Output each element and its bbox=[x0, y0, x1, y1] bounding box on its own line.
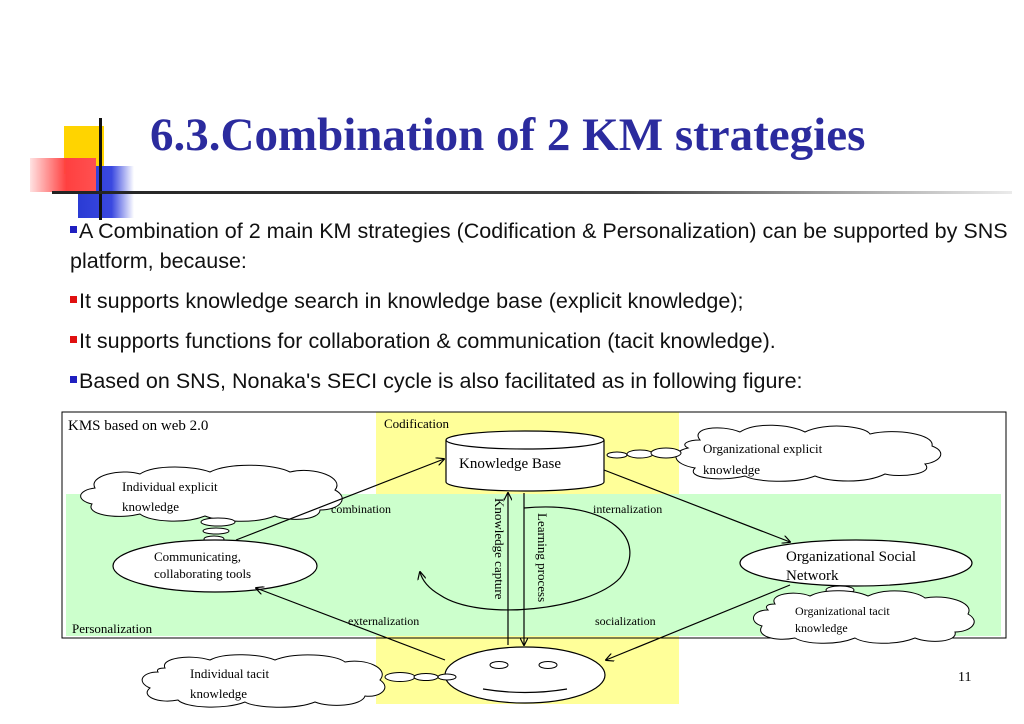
bullet-text: A Combination of 2 main KM strategies (C… bbox=[70, 219, 1008, 273]
socialization-arrow bbox=[606, 584, 791, 660]
bullet-item: Based on SNS, Nonaka's SECI cycle is als… bbox=[70, 366, 1020, 396]
externalization-label: externalization bbox=[348, 614, 419, 628]
externalization-arrow bbox=[256, 588, 446, 661]
personalization-label: Personalization bbox=[72, 621, 153, 636]
ind-explicit-text: knowledge bbox=[122, 499, 179, 514]
decor-red-bar bbox=[30, 158, 96, 192]
combination-label: combination bbox=[331, 502, 391, 516]
bullet-item: It supports knowledge search in knowledg… bbox=[70, 286, 1020, 316]
knowledge-base-cylinder: Knowledge Base bbox=[445, 430, 605, 492]
internalization-arrow bbox=[603, 469, 790, 542]
bullet-marker bbox=[70, 375, 77, 383]
figure-frame bbox=[61, 411, 1007, 639]
page-number: 11 bbox=[958, 670, 972, 685]
tools-text: Communicating, bbox=[154, 549, 241, 564]
ind-tacit-text: Individual tacit bbox=[190, 666, 269, 681]
ind-tacit-text: knowledge bbox=[190, 686, 247, 701]
thought-bubble bbox=[413, 673, 439, 681]
internalization-label: internalization bbox=[593, 502, 662, 516]
bullet-marker bbox=[70, 225, 77, 233]
bullet-text: It supports knowledge search in knowledg… bbox=[79, 289, 744, 313]
bullet-text: Based on SNS, Nonaka's SECI cycle is als… bbox=[79, 369, 803, 393]
frame-label: KMS based on web 2.0 bbox=[68, 418, 208, 434]
bullet-item: A Combination of 2 main KM strategies (C… bbox=[70, 216, 1020, 276]
communication-tools-node: Communicating, collaborating tools bbox=[112, 539, 318, 593]
thought-bubble bbox=[606, 451, 628, 459]
tools-text: collaborating tools bbox=[154, 566, 251, 581]
ind-explicit-cloud: Individual explicit knowledge bbox=[80, 464, 343, 522]
decor-vertical-line bbox=[99, 118, 102, 220]
bullet-list: A Combination of 2 main KM strategies (C… bbox=[70, 216, 1020, 406]
org-tacit-cloud: Organizational tacit knowledge bbox=[753, 590, 975, 644]
knowledge-base-label: Knowledge Base bbox=[459, 456, 561, 472]
codification-label: Codification bbox=[384, 416, 449, 431]
learning-process-label: Learning process bbox=[535, 513, 550, 602]
individual-face bbox=[444, 646, 606, 704]
bullet-text: It supports functions for collaboration … bbox=[79, 329, 776, 353]
thought-bubble bbox=[384, 672, 416, 682]
thought-bubble bbox=[200, 517, 236, 527]
thought-bubble bbox=[626, 449, 654, 459]
ind-explicit-text: Individual explicit bbox=[122, 479, 218, 494]
title-underline bbox=[52, 191, 1012, 194]
combination-arrow bbox=[235, 459, 444, 541]
org-tacit-text: knowledge bbox=[795, 621, 848, 635]
thought-bubble bbox=[650, 447, 682, 459]
socialization-label: socialization bbox=[595, 614, 656, 628]
thought-bubble bbox=[202, 527, 230, 535]
bullet-marker bbox=[70, 295, 77, 303]
bullet-item: It supports functions for collaboration … bbox=[70, 326, 1020, 356]
slide-title: 6.3.Combination of 2 KM strategies bbox=[150, 109, 866, 161]
org-explicit-text: Organizational explicit bbox=[703, 441, 823, 456]
thought-bubble bbox=[437, 673, 457, 681]
org-explicit-text: knowledge bbox=[703, 462, 760, 477]
org-network-text: Network bbox=[786, 568, 839, 584]
org-tacit-text: Organizational tacit bbox=[795, 604, 890, 618]
org-network-text: Organizational Social bbox=[786, 549, 916, 565]
org-explicit-cloud: Organizational explicit knowledge bbox=[675, 424, 942, 482]
org-network-node: Organizational Social Network bbox=[739, 539, 973, 587]
ind-tacit-cloud: Individual tacit knowledge bbox=[141, 654, 386, 708]
knowledge-capture-label: Knowledge capture bbox=[492, 498, 507, 600]
cycle-arrow bbox=[420, 506, 631, 611]
bullet-marker bbox=[70, 335, 77, 343]
